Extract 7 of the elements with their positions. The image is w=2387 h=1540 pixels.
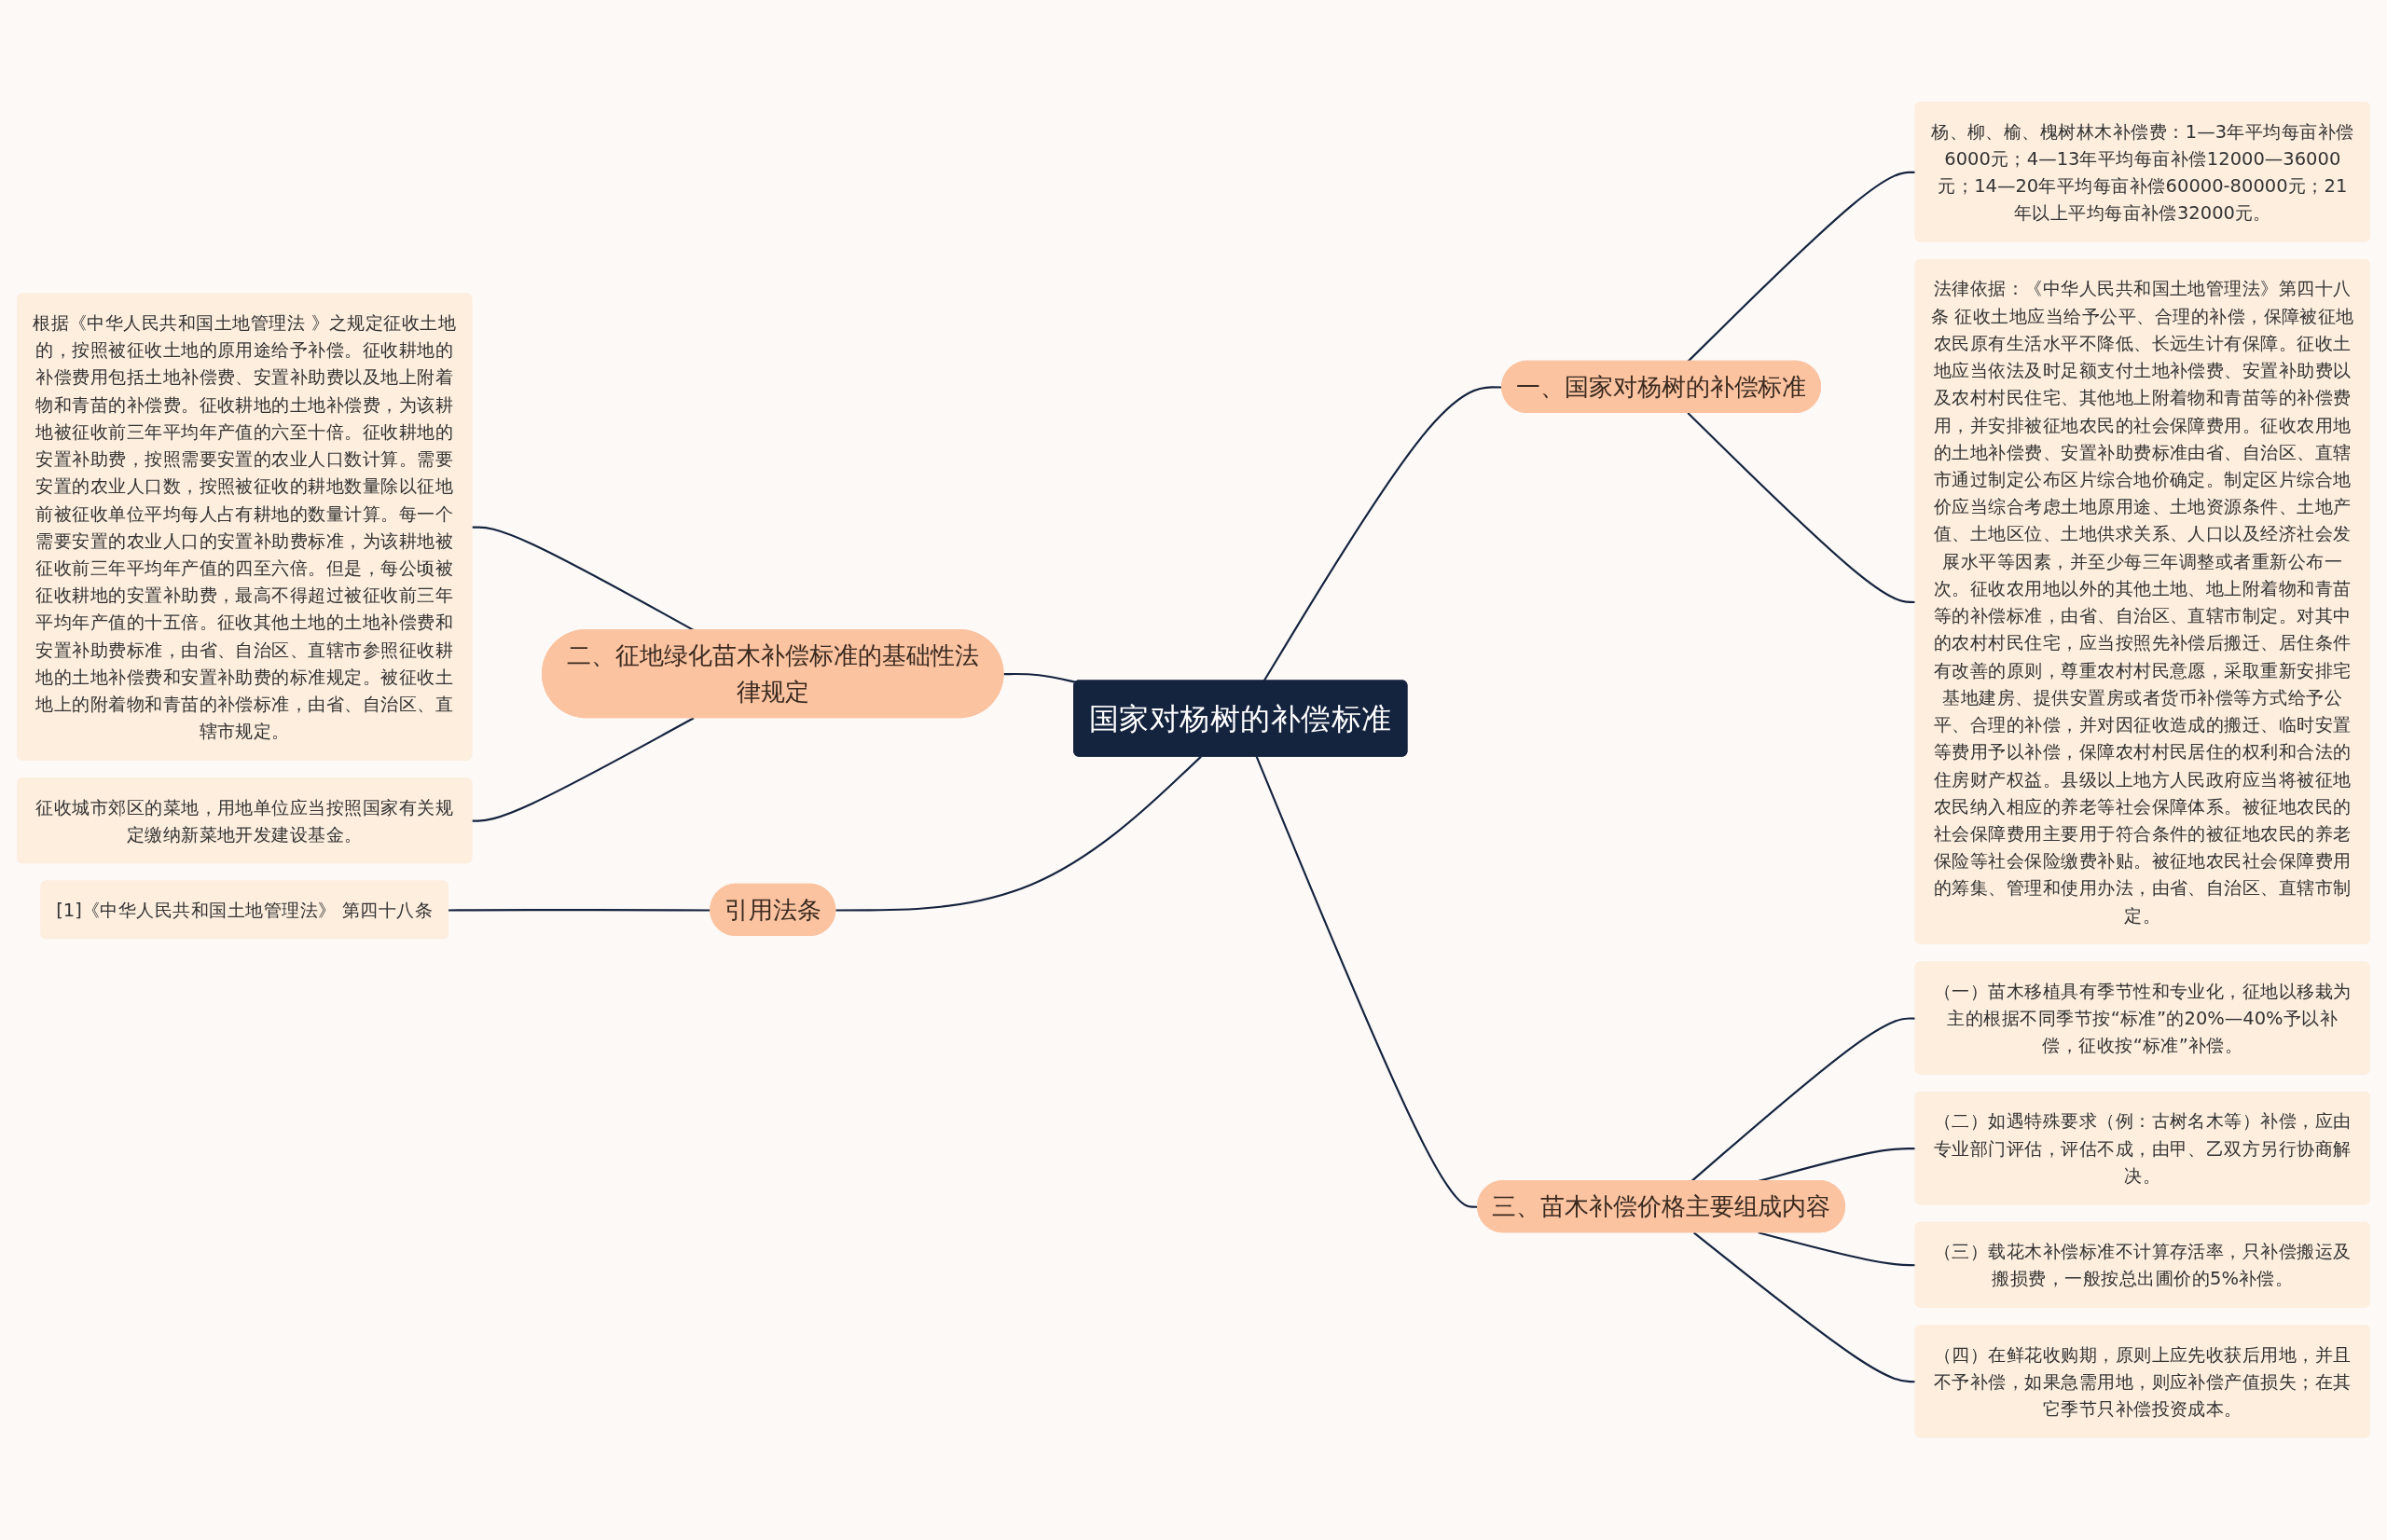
connector xyxy=(1687,412,1916,604)
connector xyxy=(472,717,695,822)
connector xyxy=(1687,172,1916,363)
connector xyxy=(1693,1231,1916,1383)
connector xyxy=(835,756,1202,912)
connector xyxy=(1003,673,1077,684)
connector xyxy=(1758,1231,1916,1267)
